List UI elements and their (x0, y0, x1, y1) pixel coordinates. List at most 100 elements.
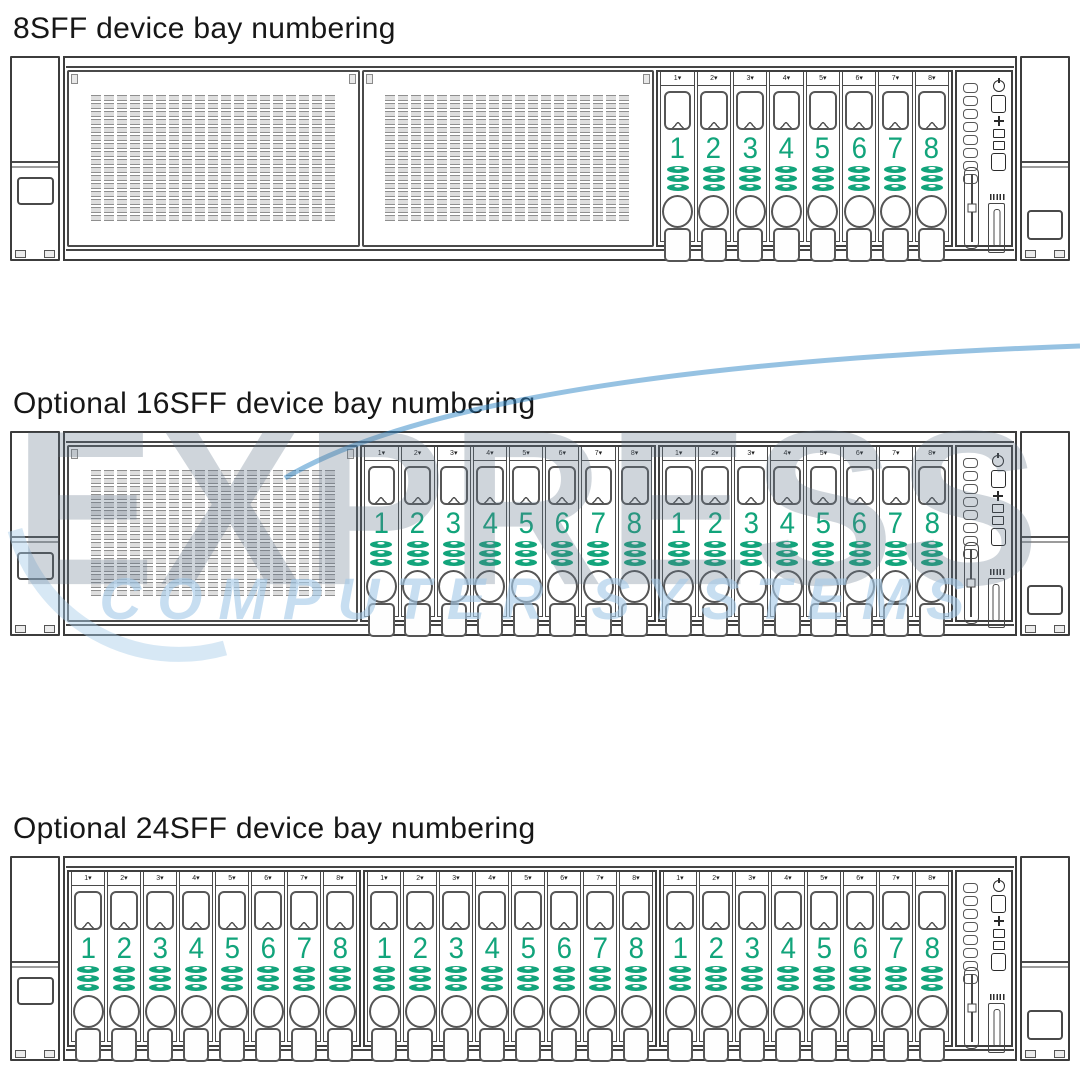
disk-stack-icon (667, 541, 690, 566)
drive-release-button (700, 995, 732, 1028)
disk-platter (329, 966, 351, 973)
drive-bottom-pad (549, 603, 576, 637)
disk-platter (849, 975, 871, 982)
drive-bottom-pad (110, 1028, 138, 1062)
ear-divider (12, 161, 58, 163)
drive-tray-handle (699, 91, 728, 130)
bay-number: 4 (780, 932, 796, 965)
drive-bottom-pad (918, 603, 946, 637)
drive-tray-handle (918, 891, 946, 930)
disk-platter (669, 966, 691, 973)
bay-top-number-label: 6▾ (548, 872, 580, 886)
drive-bottom-pad (809, 228, 837, 262)
bay-number: 4 (482, 507, 498, 540)
drive-bottom-pad (845, 228, 873, 262)
bay-top-number-label: 8▾ (916, 872, 948, 886)
drive-release-button (880, 570, 912, 603)
bay-number: 2 (708, 932, 724, 965)
bay-number: 5 (518, 507, 534, 540)
disk-platter (920, 550, 943, 557)
bay-number: 1 (671, 507, 687, 540)
bay-top-number-label: 8▾ (324, 872, 356, 886)
drive-release-button (108, 995, 140, 1028)
drive-release-button (512, 995, 544, 1028)
panel-icon-column (991, 880, 1006, 971)
disk-platter (589, 984, 611, 991)
disk-stack-icon (587, 541, 610, 566)
drive-bottom-pad (182, 1028, 210, 1062)
disk-platter (113, 966, 135, 973)
drive-release-button (844, 995, 876, 1028)
drive-bay-7: 7▾7 (878, 72, 913, 262)
chassis-foot (1054, 625, 1065, 633)
status-led-oval (962, 510, 978, 520)
disk-platter (848, 166, 871, 173)
bay-top-number-label: 1▾ (72, 872, 104, 886)
disk-platter (329, 975, 351, 982)
chassis-top-rail (66, 433, 1014, 443)
disk-platter (185, 966, 207, 973)
disk-platter (811, 166, 834, 173)
drive-tray-handle (512, 466, 540, 505)
drive-release-button (807, 195, 839, 228)
disk-stack-icon (329, 966, 351, 991)
drive-tray-handle (736, 91, 765, 130)
disk-stack-icon (481, 966, 503, 991)
drive-bottom-pad (621, 603, 648, 637)
disk-platter (739, 184, 762, 191)
usb-slot-icon (964, 167, 980, 249)
panel-box-icon (990, 528, 1006, 546)
bay-number: 7 (296, 932, 312, 965)
drive-tray-handle (773, 466, 802, 505)
drive-release-button (582, 570, 614, 603)
disk-platter (812, 541, 835, 548)
disk-platter (921, 984, 943, 991)
drive-bay-1: 1▾1 (660, 72, 695, 262)
drive-bay-5: 5▾5 (511, 872, 545, 1062)
bay-number: 6 (852, 932, 868, 965)
ear-divider (1022, 536, 1068, 538)
drive-release-button (699, 570, 731, 603)
drive-tray-handle (146, 891, 174, 930)
disk-platter (623, 541, 646, 548)
drive-bottom-pad (550, 1028, 578, 1062)
drive-bay-7: 7▾7 (287, 872, 321, 1062)
drive-bottom-pad (810, 1028, 838, 1062)
bay-top-number-label: 8▾ (618, 447, 651, 461)
disk-platter (667, 541, 690, 548)
ear-divider (1022, 161, 1068, 163)
drive-bottom-pad (514, 1028, 542, 1062)
drive-bottom-pad (146, 1028, 174, 1062)
drive-bay-4: 4▾4 (475, 872, 509, 1062)
usb-label-mark (989, 569, 1005, 575)
left-mounting-ear (10, 856, 60, 1061)
drive-bottom-pad (254, 1028, 282, 1062)
disk-platter (373, 984, 395, 991)
disk-platter (813, 975, 835, 982)
drive-release-button (772, 995, 804, 1028)
bay-top-number-label: 5▾ (216, 872, 248, 886)
disk-platter (702, 166, 725, 173)
disk-platter (293, 984, 315, 991)
disk-platter (221, 975, 243, 982)
disk-stack-icon (77, 966, 99, 991)
bay-top-number-label: 2▾ (401, 447, 434, 461)
bay-number: 7 (888, 932, 904, 965)
drive-bay-4: 4▾4 (771, 872, 805, 1062)
bay-top-number-label: 1▾ (365, 447, 398, 461)
drive-bottom-pad (846, 1028, 874, 1062)
bay-top-number-label: 2▾ (697, 72, 730, 86)
bay-number: 6 (851, 507, 868, 540)
disk-platter (370, 559, 393, 566)
drive-release-button (72, 995, 104, 1028)
drive-tray-handle (110, 891, 138, 930)
bay-top-number-label: 3▾ (144, 872, 176, 886)
disk-platter (587, 550, 610, 557)
disk-platter (551, 559, 574, 566)
drive-release-button (880, 995, 912, 1028)
chassis-top-rail (66, 58, 1014, 68)
